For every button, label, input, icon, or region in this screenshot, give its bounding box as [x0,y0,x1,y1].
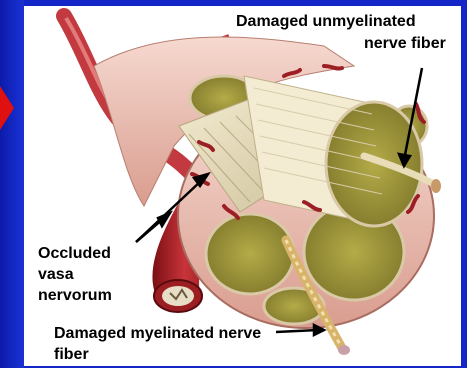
red-bullet-arrow-icon [0,86,14,130]
label-unmyelinated-line2: nerve fiber [364,34,446,53]
label-unmyelinated-line1: Damaged unmyelinated [236,12,416,31]
nerve-cross-section-illustration [24,6,461,366]
label-myelinated-line1: Damaged myelinated nerve [54,324,261,343]
label-occluded-line3: nervorum [38,286,112,305]
illustration-panel: Damaged unmyelinated nerve fiber Occlude… [24,6,461,366]
label-occluded-line1: Occluded [38,244,111,263]
label-myelinated-line2: fiber [54,345,89,364]
label-occluded-line2: vasa [38,265,74,284]
slide-background [0,0,24,368]
